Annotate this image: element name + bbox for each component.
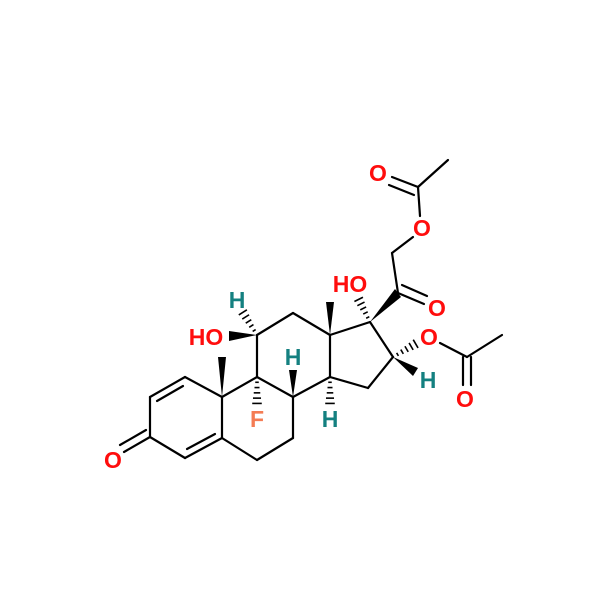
bond-c22-o22: [390, 175, 420, 189]
atom-o16: O: [420, 324, 438, 350]
bond-c20-o-double: [400, 283, 429, 298]
bond-c22-c23: [416, 158, 450, 189]
bond-c9-c10: [220, 375, 259, 399]
bond-c21-o21: [390, 235, 415, 255]
hash-c11-h: [238, 309, 257, 333]
wedge-c8-h: [289, 370, 297, 397]
bond-o21-c22: [416, 185, 422, 218]
hash-line: [238, 309, 248, 316]
hash-c9-f: [252, 381, 262, 405]
bond-c14-c8: [291, 375, 332, 399]
bond-c13-c17: [328, 320, 372, 337]
hash-line: [412, 339, 419, 349]
bond-c1-c2: [148, 375, 187, 399]
bond-c3-o-double: [118, 428, 148, 447]
bond-c20-o: [396, 291, 426, 306]
hash-line: [395, 352, 400, 357]
bonds: [118, 158, 504, 462]
hash-line: [404, 345, 409, 353]
hash-line: [362, 311, 369, 315]
bond-c17-c16: [368, 320, 395, 359]
bond-c15-c14: [328, 375, 370, 390]
bond-c4-c5: [183, 436, 224, 460]
bond-c8-c9: [255, 375, 295, 399]
hashed-bonds: [238, 296, 419, 405]
wedge-c10-methyl: [218, 357, 226, 397]
atom-ho17: HO: [333, 271, 368, 297]
atom-labels: O HO H F H H HO O O O O H O: [104, 160, 474, 473]
bond-c12-c13: [291, 311, 332, 337]
atom-o22: O: [369, 160, 387, 186]
hash-line: [252, 328, 257, 333]
bond-c22-o22-double: [387, 183, 416, 197]
bond-c20-c21: [390, 251, 400, 295]
bond-o16-c24: [438, 341, 469, 359]
bond-c11-c12: [255, 311, 295, 337]
bond-c3-o: [122, 435, 152, 454]
hash-c14-h: [325, 381, 335, 405]
bond-c6-c7: [255, 436, 295, 462]
bond-c24-c25: [465, 333, 504, 359]
hash-line: [354, 296, 364, 303]
hash-line: [245, 319, 252, 324]
hash-line: [365, 315, 370, 319]
atom-f9: F: [250, 406, 264, 432]
atom-h16: H: [420, 367, 437, 393]
wedge-c16-h: [393, 357, 418, 376]
hash-line: [241, 314, 250, 320]
wedge-c11-oh: [229, 331, 257, 341]
bond-c16-c15: [366, 355, 395, 390]
atom-o3: O: [104, 447, 122, 473]
atom-ho11: HO: [189, 324, 224, 350]
atom-o24: O: [456, 386, 474, 412]
hash-line: [408, 342, 414, 351]
wedge-c13-methyl: [326, 302, 334, 335]
hash-c16-o: [395, 339, 419, 357]
atom-h11: H: [229, 287, 246, 313]
hash-line: [359, 306, 367, 311]
bond-c4-c5-double: [185, 432, 217, 451]
hash-c17-oh: [354, 296, 370, 319]
atom-o21: O: [413, 215, 431, 241]
bond-c1-c2-double: [155, 384, 185, 403]
atom-h14: H: [322, 406, 339, 432]
bond-c3-c4: [148, 435, 187, 460]
bond-c5-c6: [220, 436, 259, 462]
wedge-c17-c20: [370, 289, 401, 322]
atom-o20: O: [428, 295, 446, 321]
hash-line: [356, 301, 365, 307]
bond-c10-c1: [183, 375, 224, 399]
hash-line: [400, 349, 405, 355]
atom-h8: H: [285, 344, 302, 370]
hash-line: [248, 323, 254, 328]
